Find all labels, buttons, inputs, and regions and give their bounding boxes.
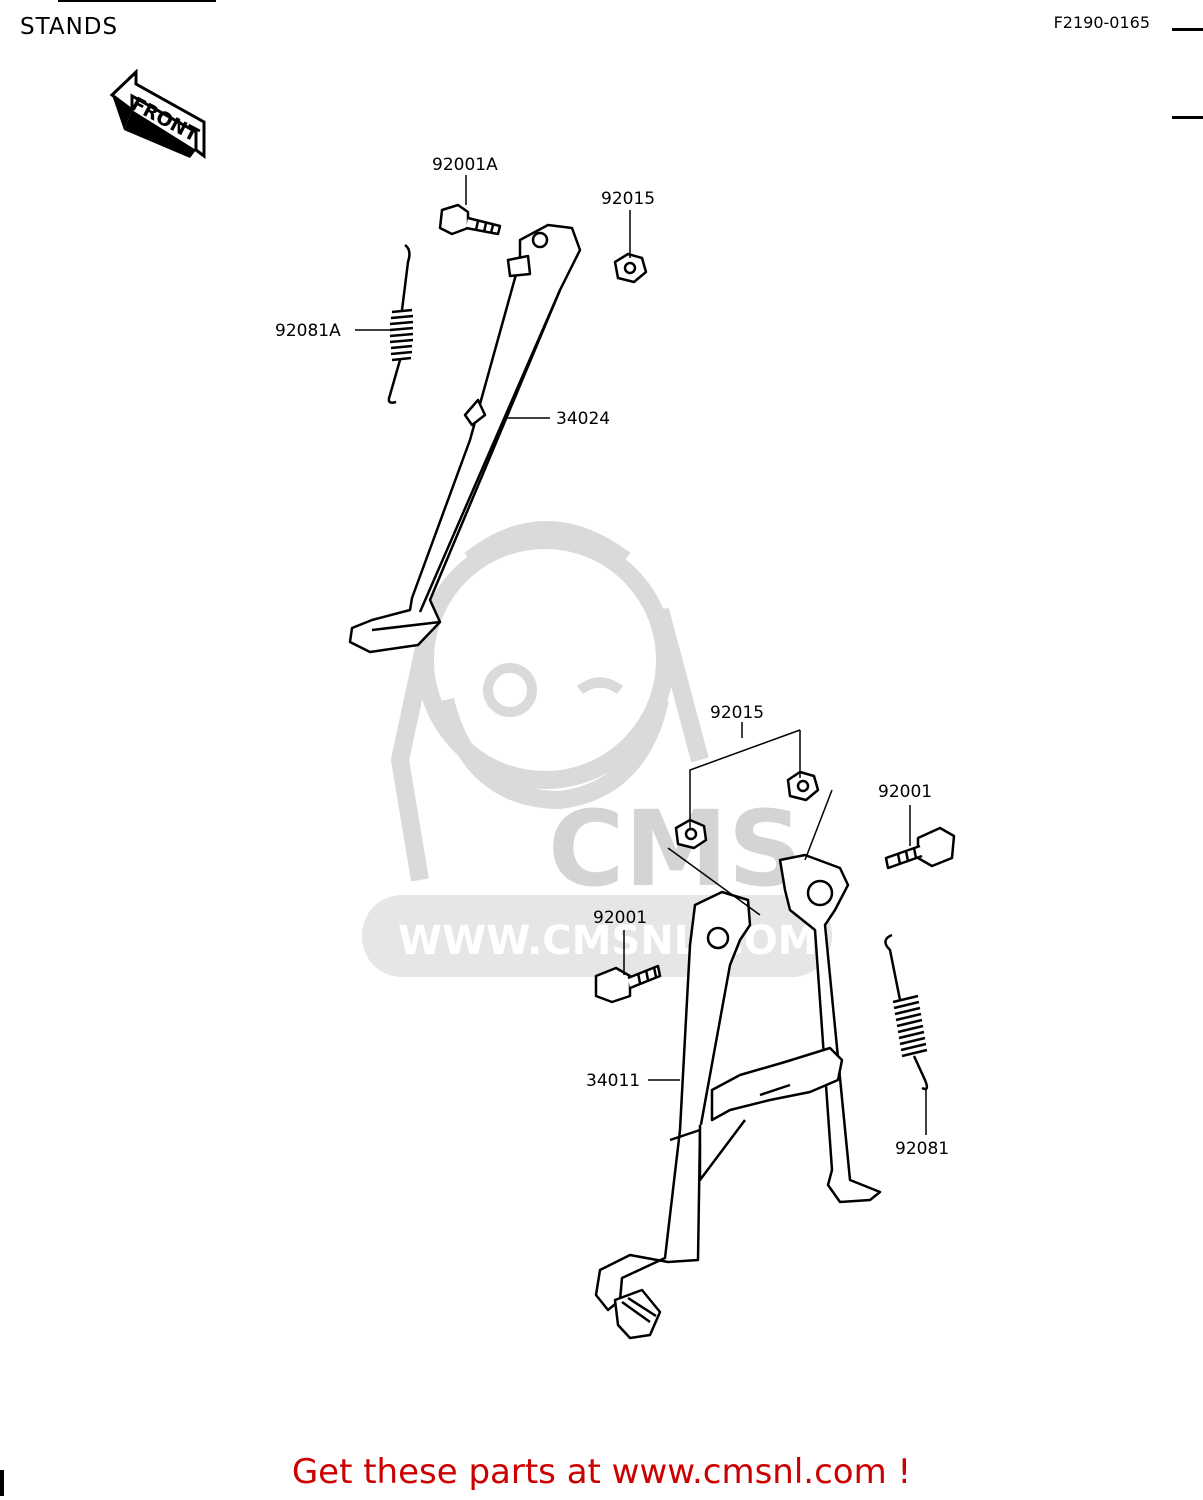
top-crop-mark [58,0,216,2]
front-arrow-icon [109,68,206,159]
front-direction-arrow: FRONT [109,68,206,159]
section-title: STANDS [20,14,119,40]
cms-watermark: CMS WWW.CMSNL.COM [362,521,832,977]
label-92001-left: 92001 [593,908,647,928]
label-92015-side: 92015 [601,189,655,209]
main-stand-assembly [594,770,956,1340]
part-labels: 92001A 92015 92081A 34024 92015 92001 92… [275,155,949,1159]
main-stand-nut-right-92015 [786,770,820,802]
side-stand-bolt-92001A [438,203,502,236]
side-stand-34024 [348,223,582,654]
figure-code: F2190-0165 [1053,13,1150,32]
right-crop-mark-bottom [1172,116,1203,119]
label-92001-right: 92001 [878,782,932,802]
main-stand-bolt-left-92001 [594,964,662,1004]
right-crop-mark-top [1172,28,1203,31]
label-92081: 92081 [895,1139,949,1159]
side-stand-assembly [348,203,648,654]
main-stand-nut-left-92015 [674,818,708,850]
watermark-brand: CMS [548,788,803,910]
cms-mascot-icon [390,521,709,882]
footer-promo-link[interactable]: Get these parts at www.cmsnl.com ! [291,1452,912,1492]
side-stand-nut-92015 [613,252,648,284]
label-34011: 34011 [586,1071,640,1091]
side-stand-spring-92081A [387,243,414,404]
main-stand-34011 [594,853,882,1340]
label-92001A: 92001A [432,155,498,175]
main-stand-bolt-right-92001 [884,826,956,870]
label-92081A: 92081A [275,321,341,341]
main-stand-spring-92081 [884,933,929,1091]
label-34024: 34024 [556,409,610,429]
left-crop-mark [0,1470,4,1496]
label-92015-main: 92015 [710,703,764,723]
leader-lines [355,175,927,1135]
